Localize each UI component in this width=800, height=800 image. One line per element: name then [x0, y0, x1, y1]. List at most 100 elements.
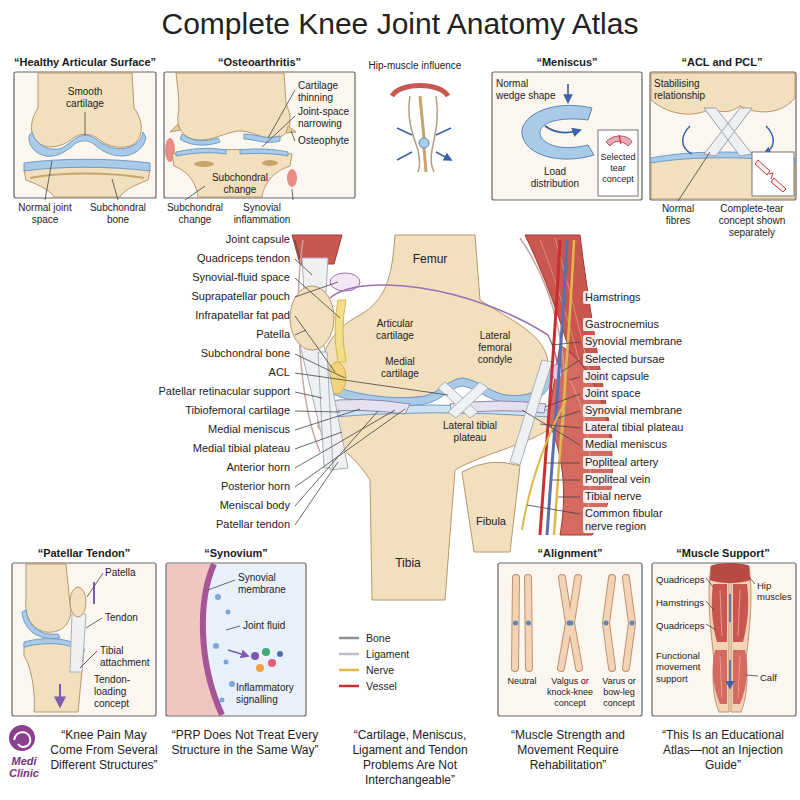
panel-frame — [650, 72, 796, 200]
patellar-tendon-drawing — [70, 587, 86, 617]
legend-sample — [338, 665, 360, 675]
part-label: Lateral tibial plateau — [440, 420, 500, 444]
ligament — [448, 382, 488, 418]
note-text: “Cartilage, Meniscus, Ligament and Tendo… — [331, 728, 489, 788]
legend-label: Ligament — [366, 648, 409, 660]
alignment-legs — [515, 578, 632, 668]
logo-text: Medi Clinic — [1, 755, 47, 779]
part-label: Hamstrings — [583, 291, 643, 304]
healthy-knee-drawing — [30, 174, 144, 179]
legend-line — [339, 669, 359, 672]
note-text: “PRP Does Not Treat Every Structure in t… — [170, 728, 320, 758]
callout-label: Synovial inflammation — [228, 202, 296, 226]
part-label: Tibiofemoral cartilage — [185, 404, 290, 417]
callout-label: Cartilage thinning — [298, 80, 353, 104]
callout-label: Hip muscles — [757, 580, 795, 603]
part-label: Patella — [256, 328, 290, 341]
cruciate-drawing — [755, 160, 786, 192]
legend-sample — [338, 649, 360, 659]
patellar-tendon-drawing — [22, 564, 94, 712]
meniscus-drawing — [619, 135, 621, 144]
alignment-legs — [513, 578, 635, 668]
muscle-support-figure — [709, 563, 751, 712]
osteoarthritis-drawing — [287, 169, 297, 187]
healthy-knee-drawing — [24, 73, 150, 197]
alignment-legs — [513, 621, 518, 626]
callout-label: Inflammatory signalling — [236, 682, 304, 706]
callout-label: Normal wedge shape — [496, 78, 558, 102]
cruciate-drawing — [683, 126, 774, 154]
part-label: Popliteal vein — [583, 473, 652, 486]
legend-line — [339, 685, 359, 688]
callout-label: Complete-tear concept shown separately — [710, 203, 794, 239]
note-text: “This Is an Educational Atlas—not an Inj… — [653, 728, 793, 773]
part-label: Articular cartilage — [366, 318, 424, 342]
panel-heading: “Muscle Support” — [648, 546, 798, 560]
panel-frame — [498, 563, 642, 716]
part-label: Patellar tendon — [216, 518, 290, 531]
callout-label: Neutral — [500, 676, 544, 687]
leader-line — [706, 577, 758, 676]
synovium-drawing — [251, 652, 259, 660]
legend-label: Nerve — [366, 664, 394, 676]
ligament — [318, 352, 552, 468]
healthy-knee-drawing — [24, 166, 150, 197]
panel-heading: “Healthy Articular Surface” — [10, 55, 160, 69]
cruciate-drawing — [704, 108, 752, 156]
legend-line — [339, 653, 359, 656]
panel-frame — [166, 563, 306, 716]
vessel-and-nerve — [554, 240, 574, 535]
muscle-support-figure — [710, 563, 750, 583]
part-label: Tibial nerve — [583, 490, 643, 503]
part-label: Meniscal body — [220, 499, 290, 512]
meniscus-drawing — [567, 84, 569, 102]
synovium-drawing — [268, 659, 276, 667]
synovium-drawing — [203, 564, 222, 715]
callout-label: Subchondral change — [164, 202, 226, 226]
leader-line — [295, 392, 405, 525]
meniscus — [320, 399, 546, 414]
callout-label: Joint fluid — [243, 620, 303, 632]
legend: BoneLigamentNerveVessel — [338, 630, 409, 694]
logo-emblem — [9, 725, 35, 751]
part-label: Synovial membrane — [583, 335, 684, 348]
panel-heading: “Meniscus” — [488, 55, 646, 69]
part-label: Joint space — [583, 387, 643, 400]
panel-heading: “Osteoarthritis” — [160, 55, 359, 69]
panel-frame — [164, 72, 355, 198]
callout-label: Normal joint space — [17, 202, 73, 226]
legend-line — [339, 637, 359, 640]
fibula-bone — [462, 462, 520, 552]
patellar-tendon-drawing — [22, 610, 60, 639]
part-label: Selected bursae — [583, 353, 667, 366]
legend-row: Nerve — [338, 662, 409, 678]
panel: “Healthy Articular Surface” — [10, 55, 160, 198]
synovium-drawing — [277, 651, 283, 657]
fibula-bone — [462, 462, 520, 552]
synovium-drawing — [224, 660, 229, 665]
part-label: Medial meniscus — [583, 438, 669, 451]
patellar-tendon-drawing — [26, 564, 71, 632]
callout-label: Quadriceps — [656, 574, 705, 585]
part-label: Posterior horn — [221, 480, 290, 493]
leader-line — [80, 573, 103, 668]
femur-bone — [316, 235, 552, 406]
callout-label: Varus or bow-leg concept — [597, 676, 641, 708]
callout-label: Hip-muscle influence — [355, 60, 475, 72]
callout-label: Normal fibres — [653, 203, 703, 227]
part-label: Synovial membrane — [583, 404, 684, 417]
alignment-legs — [630, 621, 635, 626]
legend-sample — [338, 681, 360, 691]
callout-label: Synovial membrane — [238, 572, 300, 596]
part-label: Suprapatellar pouch — [192, 290, 290, 303]
alignment-legs — [604, 621, 609, 626]
callout-label: Valgus or knock-knee concept — [545, 676, 595, 708]
alignment-legs — [569, 621, 574, 626]
meniscus-drawing — [598, 130, 638, 196]
osteoarthritis-drawing — [170, 124, 296, 133]
suprapatellar-pouch — [330, 273, 360, 291]
callout-label: Smooth cartilage — [55, 86, 115, 110]
part-label: Femur — [405, 252, 455, 266]
leader-line — [185, 90, 295, 200]
alignment-legs — [561, 578, 579, 668]
